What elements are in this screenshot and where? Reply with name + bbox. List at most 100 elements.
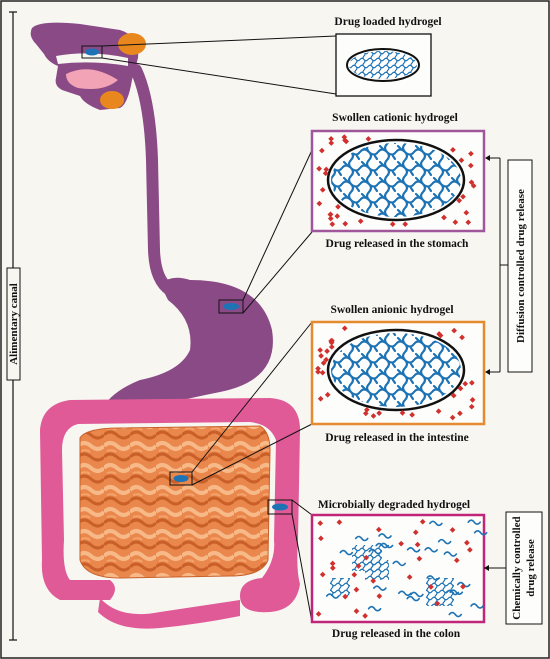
connector-lines: [101, 35, 337, 623]
drug-particle: [363, 554, 370, 561]
drug-particle: [467, 547, 473, 553]
drug-particle: [409, 411, 415, 418]
drug-particle: [459, 334, 465, 341]
drug-particle: [327, 215, 334, 222]
small-intestine: [79, 425, 271, 579]
polymer-fragment: [367, 605, 382, 612]
drug-particle: [336, 519, 343, 526]
polymer-fragment: [449, 589, 464, 596]
drug-particle: [460, 583, 466, 590]
polymer-fragment: [470, 603, 484, 609]
drug-particle: [453, 557, 460, 564]
tongue: [66, 69, 118, 89]
drug-particle: [329, 565, 336, 571]
drug-particle: [322, 170, 329, 177]
diffusion-controlled-label: Diffusion controlled drug release: [515, 189, 527, 343]
drug-particle: [315, 369, 321, 375]
hydrogel-marker-intestine: [169, 471, 193, 486]
drug-particle: [416, 555, 423, 562]
drug-particles-intestine: [315, 325, 476, 421]
polymer-fragment: [467, 519, 481, 525]
drug-particle: [406, 574, 413, 580]
mouth-region: [30, 22, 146, 111]
hydrogel-marker-colon: [267, 499, 293, 515]
drug-particle: [353, 608, 360, 614]
drug-particle: [316, 165, 322, 172]
polymer-fragment: [375, 542, 390, 549]
drug-particle: [335, 203, 341, 210]
drug-particle: [456, 197, 463, 204]
polymer-fragment: [445, 589, 460, 596]
polymer-fragment: [406, 595, 420, 602]
polymer-fragment: [443, 551, 458, 557]
drug-particle: [334, 213, 341, 219]
drug-particle: [353, 586, 360, 593]
drug-particle: [362, 613, 368, 619]
drug-particle: [328, 338, 334, 344]
drug-particle: [435, 408, 442, 415]
polymer-fragments: [325, 519, 488, 618]
drug-particle: [376, 410, 382, 416]
drug-particle: [464, 539, 470, 546]
drug-particle: [450, 392, 457, 399]
drug-particle: [357, 218, 364, 224]
drug-particle: [375, 526, 382, 533]
drug-particle: [376, 593, 383, 599]
drug-particle: [317, 520, 324, 527]
swollen-anionic-panel: [310, 320, 486, 426]
swollen-cationic-label: Swollen cationic hydrogel: [332, 112, 458, 124]
drug-particle: [419, 518, 426, 525]
polymer-fragment: [424, 547, 438, 553]
polymer-fragment: [368, 548, 383, 555]
drug-particle: [370, 578, 377, 584]
drug-particle: [319, 147, 325, 154]
drug-particle: [328, 344, 335, 350]
esophagus: [130, 64, 176, 296]
polymer-fragment: [437, 538, 452, 545]
drug-particles-colon: [315, 518, 473, 619]
drug-particle: [468, 162, 474, 169]
drug-particle: [320, 360, 327, 366]
drug-particle: [315, 611, 322, 617]
drug-particle: [351, 571, 358, 578]
released-colon-label: Drug released in the colon: [332, 628, 461, 640]
oral-cavity: [30, 22, 139, 111]
drug-particle: [457, 385, 464, 392]
drug-particle: [323, 166, 330, 173]
drug-particle: [402, 221, 409, 227]
drug-particle: [451, 327, 457, 334]
drug-particle: [319, 187, 326, 193]
polymer-fragment: [378, 533, 392, 539]
alimentary-canal-bracket: Alimentary canal: [6, 11, 21, 641]
released-intestine-label: Drug released in the intestine: [325, 432, 469, 444]
drug-particle: [462, 380, 469, 387]
drug-particle: [468, 179, 475, 186]
swollen-cationic-panel: [310, 129, 486, 233]
microbially-degraded-label: Microbially degraded hydrogel: [318, 499, 470, 511]
drug-particle: [414, 541, 421, 548]
drug-particle: [457, 410, 463, 417]
drug-particle: [327, 211, 334, 218]
drug-particle: [317, 347, 323, 353]
drug-particle: [319, 369, 326, 376]
drug-particle: [317, 395, 324, 402]
diffusion-controlled-bracket: Diffusion controlled drug release: [485, 155, 533, 375]
drug-particle: [389, 221, 396, 227]
polymer-fragment: [473, 529, 488, 536]
drug-particle: [315, 365, 321, 372]
hydrogel-marker-mouth: [81, 45, 103, 59]
swollen-anionic-label: Swollen anionic hydrogel: [330, 304, 453, 316]
rectum: [98, 598, 240, 629]
drug-particle: [341, 325, 348, 332]
drug-particle: [318, 353, 324, 359]
drug-particle: [465, 219, 472, 226]
chemically-controlled-bracket: Chemically controlled drug release: [484, 511, 543, 625]
drug-particle: [441, 214, 447, 221]
drug-particle: [449, 414, 456, 421]
colon: [40, 398, 300, 613]
drug-particle: [463, 209, 470, 216]
drug-particle: [469, 379, 475, 386]
microbially-degraded-panel: [310, 513, 488, 624]
